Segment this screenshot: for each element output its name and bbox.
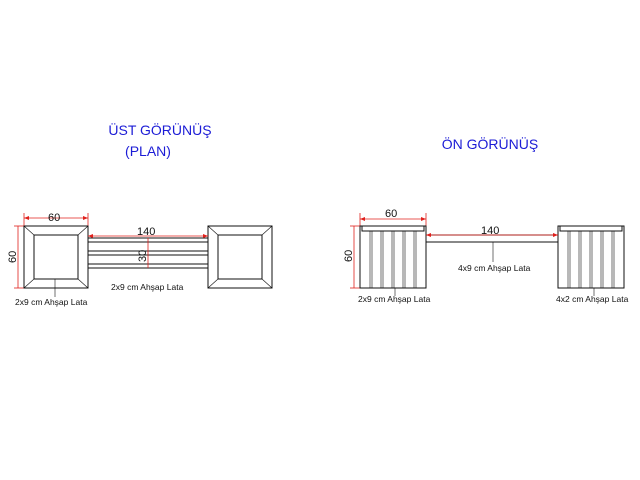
front-length-label: 140 (481, 225, 499, 237)
front-left-box-label: 2x9 cm Ahşap Lata (358, 294, 431, 304)
top-length-label: 140 (137, 226, 155, 238)
top-seat-label: 2x9 cm Ahşap Lata (111, 282, 184, 292)
front-view-title: ÖN GÖRÜNÜŞ (442, 135, 538, 152)
top-depth-label: 30 (137, 250, 149, 262)
front-seat-label: 4x9 cm Ahşap Lata (458, 263, 531, 273)
front-width-dimension: 60 (359, 208, 427, 226)
front-right-box-label: 4x2 cm Ahşap Lata (556, 294, 629, 304)
top-length-dimension: 140 (88, 226, 208, 238)
top-width-label: 60 (48, 212, 60, 224)
front-right-box (557, 225, 625, 289)
front-view: 60 60 (343, 208, 629, 304)
front-height-dimension: 60 (343, 225, 360, 289)
front-height-label: 60 (343, 250, 355, 262)
top-height-dimension: 60 (7, 225, 24, 289)
front-width-label: 60 (385, 208, 397, 220)
top-depth-dimension: 30 (137, 238, 149, 268)
front-length-dimension: 140 (426, 225, 558, 237)
top-view: 60 60 (7, 212, 273, 307)
top-view-subtitle: (PLAN) (125, 143, 171, 159)
top-left-box (23, 225, 89, 289)
front-left-box (359, 225, 427, 289)
top-width-dimension: 60 (23, 212, 89, 226)
top-view-title: ÜST GÖRÜNÜŞ (108, 121, 211, 138)
top-height-label: 60 (7, 251, 19, 263)
top-right-box (207, 225, 273, 289)
top-box-label: 2x9 cm Ahşap Lata (15, 297, 88, 307)
